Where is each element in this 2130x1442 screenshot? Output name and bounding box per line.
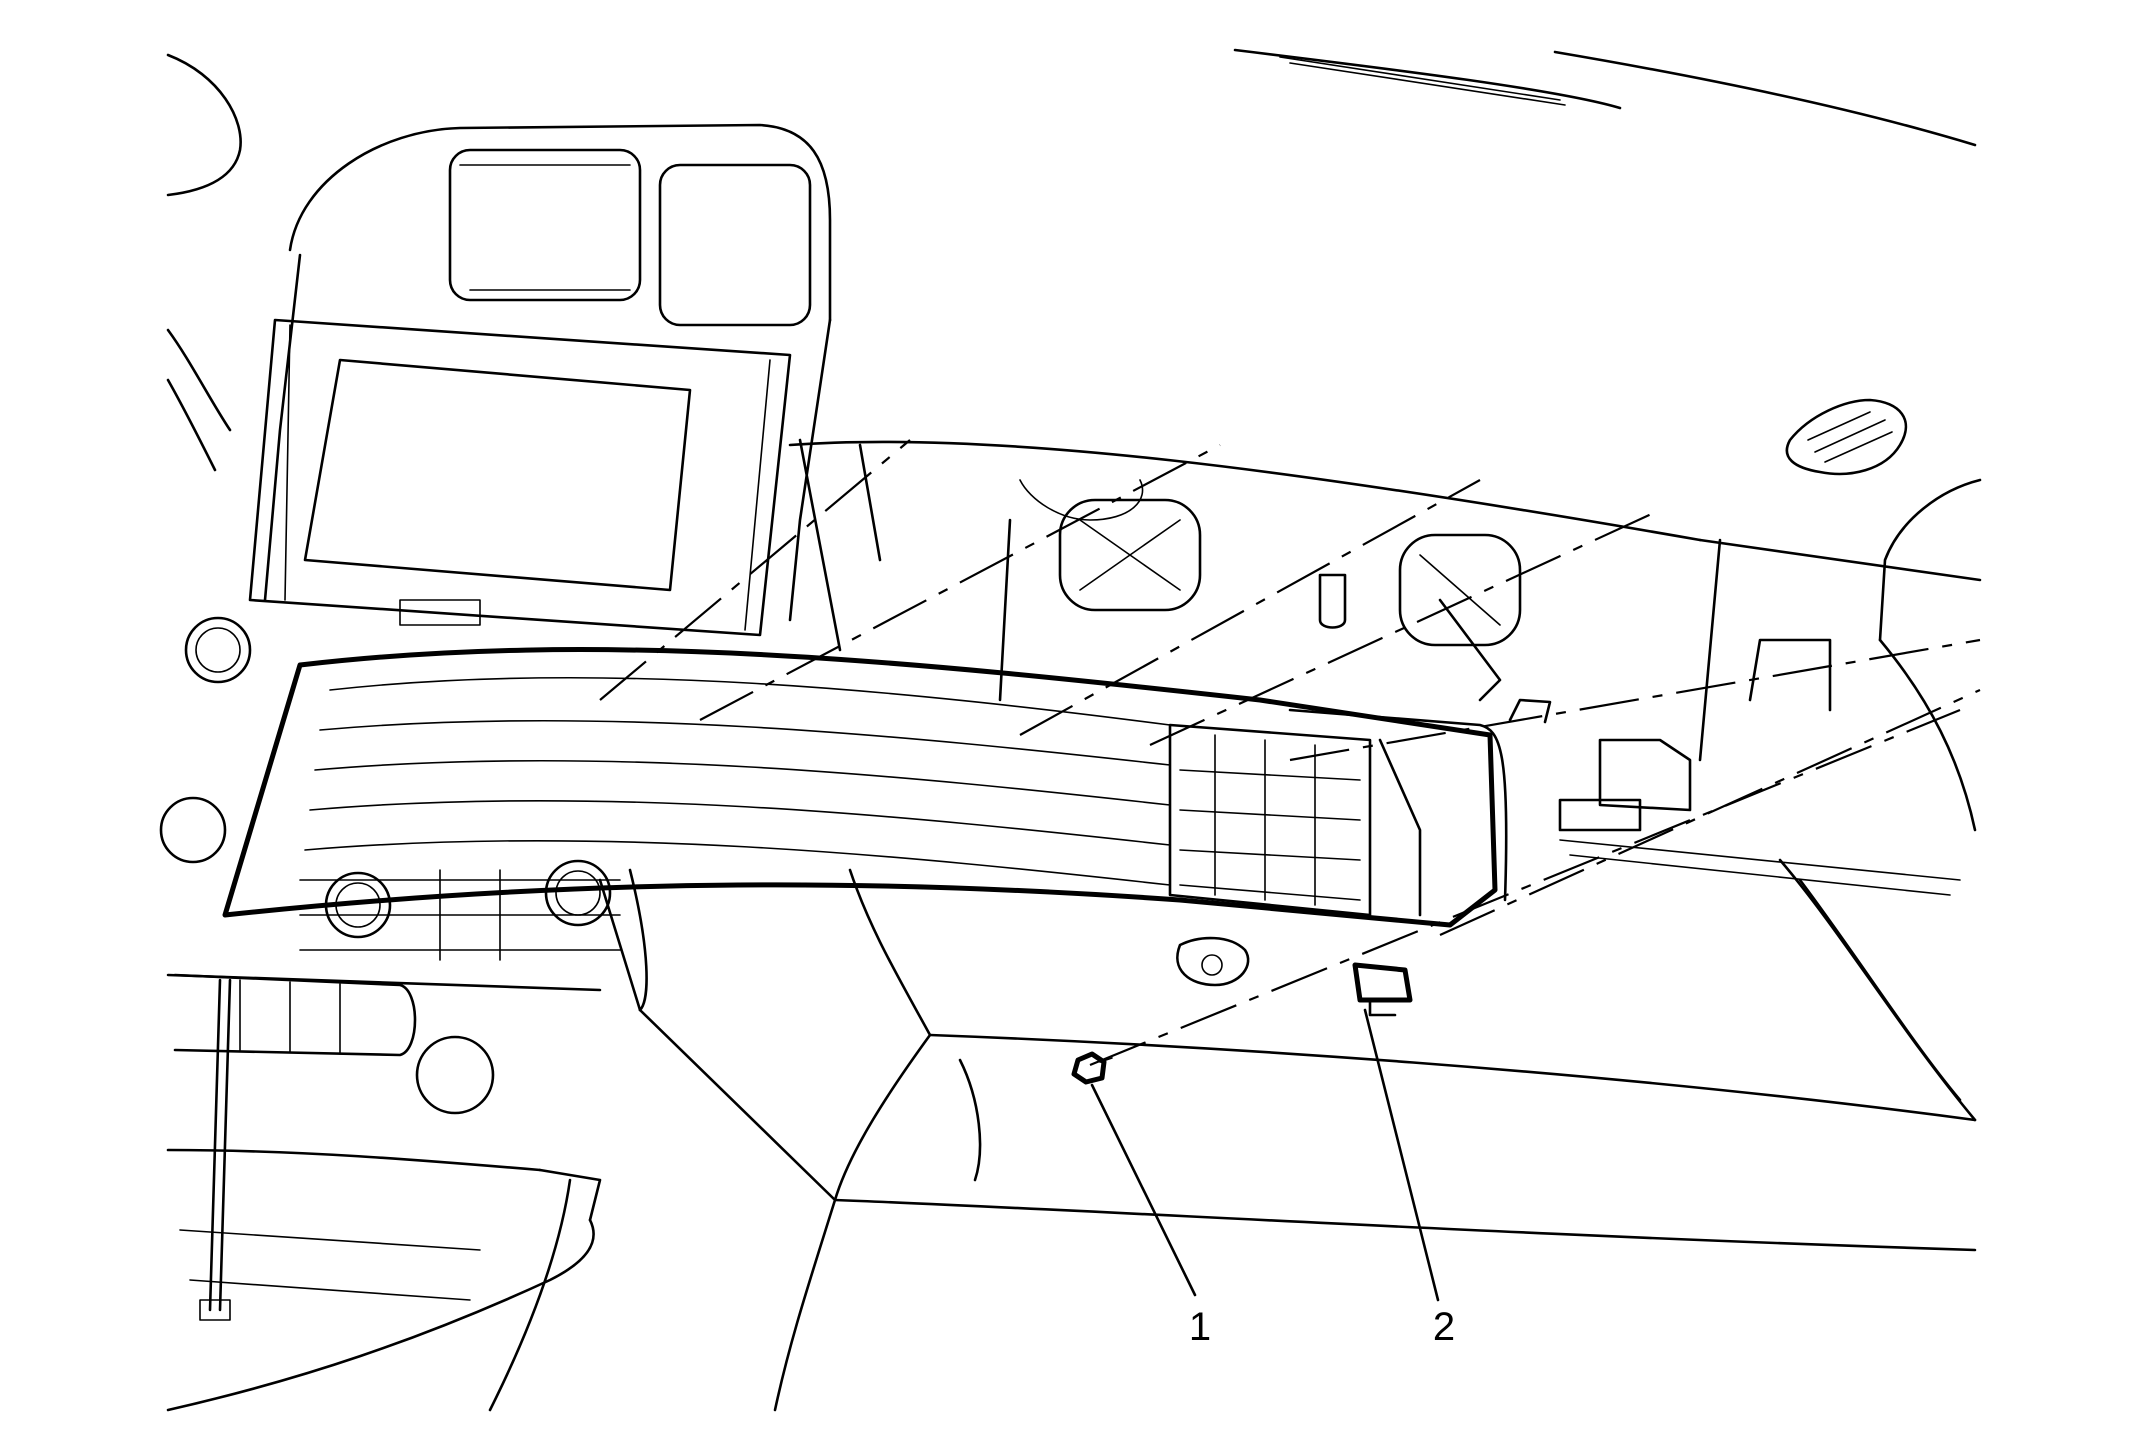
fastener-screw <box>1071 1051 1113 1085</box>
dashboard-outline <box>166 48 1982 1412</box>
instrument-panel-vent-duct <box>222 647 1508 1017</box>
callout-label-1: 1 <box>1189 1305 1211 1349</box>
center-stack <box>159 123 832 1321</box>
dash-carrier <box>798 438 1961 896</box>
alignment-lines <box>599 439 1981 1067</box>
callout-label-2: 2 <box>1433 1305 1455 1349</box>
callout-2: 2 <box>1433 1305 1455 1349</box>
callout-1: 1 <box>1189 1305 1211 1349</box>
callout-leaders <box>1090 1008 1440 1302</box>
